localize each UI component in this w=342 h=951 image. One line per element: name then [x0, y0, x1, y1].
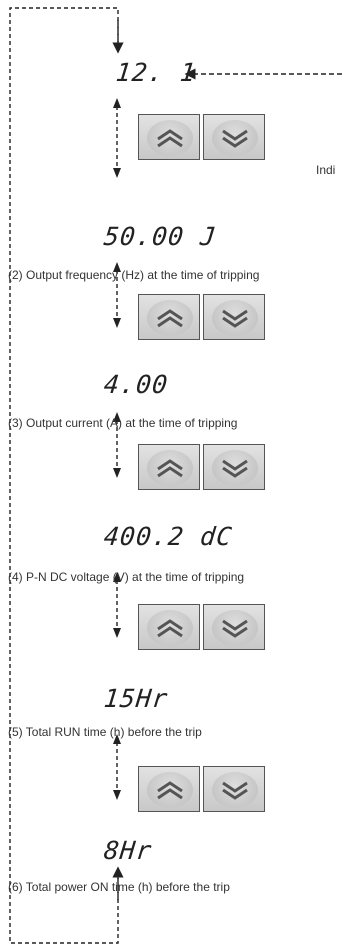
up-button[interactable] [138, 114, 200, 160]
up-button[interactable] [138, 294, 200, 340]
caption-2: (2) Output frequency (Hz) at the time of… [8, 268, 260, 282]
display-1: 12. 1 [114, 58, 198, 87]
display-3: 4.00 [102, 370, 170, 399]
step-arrow-4 [113, 572, 121, 638]
display-6: 8Hr [102, 836, 154, 865]
down-button[interactable] [203, 444, 265, 490]
up-double-chevron-icon [157, 309, 183, 328]
step-arrow-3 [113, 412, 121, 478]
step-arrow-2 [113, 262, 121, 328]
display-2: 50.00 J [102, 222, 218, 251]
up-button[interactable] [138, 444, 200, 490]
down-button[interactable] [203, 294, 265, 340]
down-double-chevron-icon [222, 129, 248, 148]
caption-3: (3) Output current (A) at the time of tr… [8, 416, 238, 430]
up-double-chevron-icon [157, 129, 183, 148]
up-button[interactable] [138, 766, 200, 812]
caption-4: (4) P-N DC voltage (V) at the time of tr… [8, 570, 245, 584]
down-button[interactable] [203, 766, 265, 812]
step-arrow-1 [113, 98, 121, 178]
up-double-chevron-icon [157, 459, 183, 478]
down-button[interactable] [203, 114, 265, 160]
display-4: 400.2 dC [102, 522, 234, 551]
down-double-chevron-icon [222, 781, 248, 800]
up-double-chevron-icon [157, 781, 183, 800]
loop-line [9, 7, 119, 944]
step-arrow-5 [113, 734, 121, 800]
down-double-chevron-icon [222, 309, 248, 328]
caption-5: (5) Total RUN time (h) before the trip [8, 725, 202, 739]
up-double-chevron-icon [157, 619, 183, 638]
note-right: Indi [316, 163, 336, 177]
down-double-chevron-icon [222, 459, 248, 478]
down-button[interactable] [203, 604, 265, 650]
display-5: 15Hr [102, 684, 170, 713]
caption-6: (6) Total power ON time (h) before the t… [8, 880, 230, 894]
down-double-chevron-icon [222, 619, 248, 638]
up-button[interactable] [138, 604, 200, 650]
